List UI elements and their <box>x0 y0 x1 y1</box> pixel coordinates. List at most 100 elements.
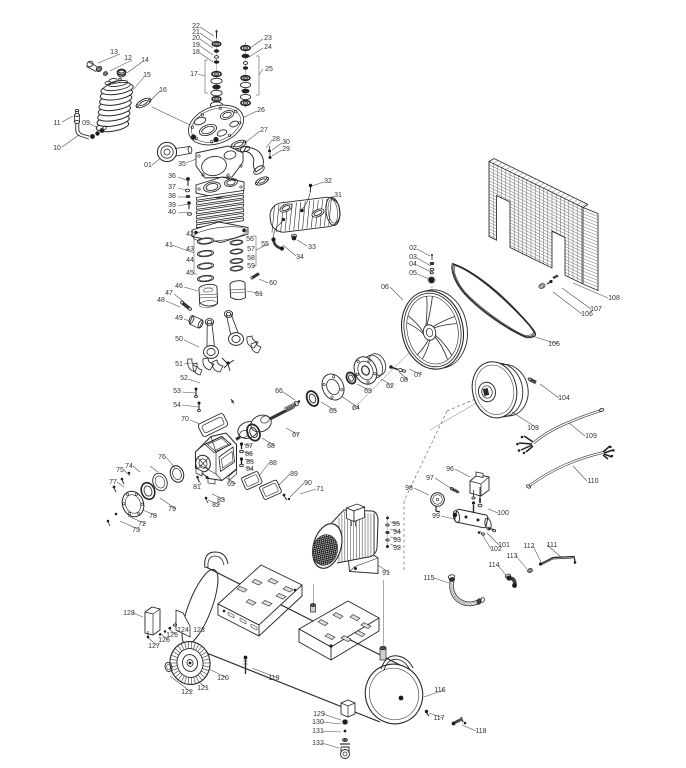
svg-text:07: 07 <box>414 372 422 379</box>
svg-text:76: 76 <box>158 454 166 461</box>
svg-text:61: 61 <box>255 291 263 298</box>
svg-text:36: 36 <box>168 173 176 180</box>
svg-text:25: 25 <box>265 66 273 73</box>
svg-text:30: 30 <box>282 139 290 146</box>
svg-text:24: 24 <box>264 44 272 51</box>
svg-text:102: 102 <box>490 546 502 553</box>
svg-text:72: 72 <box>138 521 146 528</box>
svg-text:01: 01 <box>144 162 152 169</box>
svg-text:52: 52 <box>180 375 188 382</box>
svg-text:18: 18 <box>192 49 200 56</box>
svg-text:62: 62 <box>386 383 394 390</box>
svg-text:100: 100 <box>497 510 509 517</box>
svg-text:60: 60 <box>269 280 277 287</box>
svg-text:54: 54 <box>173 402 181 409</box>
svg-text:55: 55 <box>261 241 269 248</box>
svg-text:77: 77 <box>109 479 117 486</box>
svg-text:106: 106 <box>581 311 593 318</box>
svg-text:71: 71 <box>316 486 324 493</box>
svg-text:94: 94 <box>393 529 401 536</box>
svg-text:119: 119 <box>268 675 279 682</box>
svg-text:95: 95 <box>392 521 400 528</box>
svg-text:116: 116 <box>434 687 445 694</box>
svg-text:11: 11 <box>53 120 60 127</box>
svg-text:121: 121 <box>197 685 209 692</box>
svg-text:46: 46 <box>175 283 183 290</box>
svg-text:103: 103 <box>527 425 539 432</box>
svg-text:124: 124 <box>177 627 189 634</box>
svg-text:70: 70 <box>181 416 189 423</box>
svg-text:81: 81 <box>193 484 201 491</box>
svg-text:39: 39 <box>168 202 176 209</box>
svg-text:19: 19 <box>192 42 200 49</box>
svg-text:126: 126 <box>158 637 170 644</box>
svg-text:109: 109 <box>585 433 597 440</box>
svg-text:47: 47 <box>165 290 173 297</box>
svg-text:114: 114 <box>488 562 499 569</box>
svg-text:89: 89 <box>290 471 298 478</box>
svg-text:117: 117 <box>433 715 444 722</box>
svg-text:20: 20 <box>192 35 200 42</box>
svg-text:37: 37 <box>168 184 176 191</box>
svg-text:50: 50 <box>175 336 183 343</box>
svg-text:130: 130 <box>312 719 324 726</box>
svg-text:17: 17 <box>190 71 198 78</box>
svg-text:79: 79 <box>168 506 176 513</box>
svg-text:75: 75 <box>116 467 124 474</box>
svg-text:34: 34 <box>296 254 304 261</box>
svg-text:13: 13 <box>110 49 118 56</box>
svg-text:91: 91 <box>382 570 390 577</box>
svg-text:32: 32 <box>324 178 332 185</box>
svg-text:15: 15 <box>143 72 151 79</box>
svg-text:132: 132 <box>312 740 324 747</box>
svg-text:93: 93 <box>393 537 401 544</box>
svg-text:53: 53 <box>173 388 181 395</box>
svg-text:86: 86 <box>245 451 253 458</box>
svg-text:90: 90 <box>304 480 312 487</box>
svg-text:98: 98 <box>405 485 413 492</box>
svg-text:99: 99 <box>432 513 440 520</box>
svg-text:73: 73 <box>132 527 140 534</box>
svg-text:04: 04 <box>409 261 417 268</box>
svg-text:49: 49 <box>175 315 183 322</box>
svg-text:101: 101 <box>498 542 510 549</box>
svg-text:74: 74 <box>125 463 133 470</box>
svg-text:56: 56 <box>246 236 254 243</box>
svg-text:03: 03 <box>409 254 417 261</box>
svg-text:129: 129 <box>313 711 325 718</box>
svg-text:69: 69 <box>227 481 235 488</box>
svg-text:82: 82 <box>212 502 220 509</box>
svg-text:43: 43 <box>186 246 194 253</box>
svg-text:02: 02 <box>409 245 417 252</box>
svg-text:111: 111 <box>547 542 558 549</box>
svg-text:122: 122 <box>181 689 193 696</box>
svg-text:40: 40 <box>168 209 176 216</box>
svg-text:68: 68 <box>267 443 275 450</box>
svg-text:51: 51 <box>175 361 183 368</box>
svg-text:08: 08 <box>400 377 408 384</box>
svg-text:127: 127 <box>148 643 160 650</box>
svg-text:59: 59 <box>247 263 255 270</box>
svg-text:64: 64 <box>352 405 360 412</box>
svg-text:38: 38 <box>168 193 176 200</box>
svg-text:10: 10 <box>53 145 61 152</box>
svg-text:105: 105 <box>548 341 560 348</box>
svg-text:45: 45 <box>186 270 194 277</box>
svg-text:48: 48 <box>157 297 165 304</box>
svg-text:28: 28 <box>272 136 280 143</box>
svg-text:65: 65 <box>329 408 337 415</box>
svg-text:57: 57 <box>247 246 255 253</box>
svg-text:110: 110 <box>587 478 598 485</box>
svg-text:44: 44 <box>186 257 194 264</box>
svg-text:84: 84 <box>246 466 254 473</box>
svg-text:27: 27 <box>260 127 268 134</box>
svg-text:06: 06 <box>381 284 389 291</box>
svg-text:22: 22 <box>192 23 200 30</box>
svg-text:123: 123 <box>193 627 205 634</box>
svg-text:31: 31 <box>334 192 342 199</box>
svg-text:12: 12 <box>124 55 132 62</box>
svg-text:113: 113 <box>506 553 517 560</box>
svg-text:78: 78 <box>149 513 157 520</box>
svg-text:83: 83 <box>217 497 225 504</box>
svg-text:92: 92 <box>393 545 401 552</box>
